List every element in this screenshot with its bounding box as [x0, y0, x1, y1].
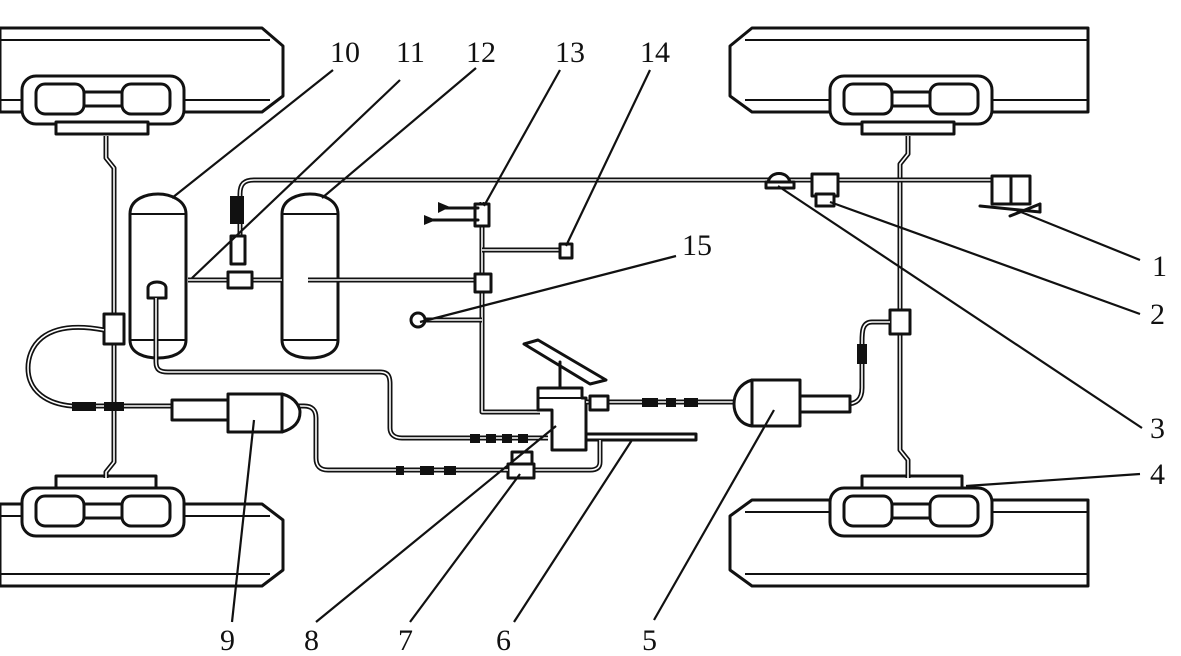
left-axle-brake-line	[102, 136, 126, 478]
label-3: 3	[1150, 412, 1165, 445]
main-air-line	[229, 177, 992, 266]
leader-10	[171, 69, 334, 199]
leader-7	[409, 473, 521, 623]
leader-2	[829, 200, 1141, 316]
relay-valve	[506, 450, 536, 480]
leader-4	[965, 472, 1141, 488]
label-1: 1	[1152, 250, 1167, 283]
wheel-rear-right	[728, 474, 1090, 588]
leader-8	[315, 425, 557, 623]
label-2: 2	[1150, 298, 1165, 331]
label-14: 14	[640, 36, 670, 69]
valve-to-front-booster-line	[586, 394, 736, 412]
brake-assembly-rear-right	[828, 474, 994, 538]
part-labels: 10 11 12 13 14 15 1 2 3 4 5 6 7 8 9	[220, 36, 1167, 656]
relay-to-rear-booster-line	[294, 403, 508, 475]
reservoir-connecting-line	[188, 270, 478, 290]
pressure-switch	[558, 242, 574, 260]
air-compressor	[978, 174, 1042, 218]
leader-11	[191, 79, 401, 279]
label-8: 8	[304, 624, 319, 656]
label-4: 4	[1150, 458, 1165, 491]
leader-14	[565, 69, 651, 247]
leader-12	[321, 67, 477, 199]
label-10: 10	[330, 36, 360, 69]
pressure-gauge	[409, 311, 427, 329]
leader-lines	[171, 67, 1143, 623]
air-reservoir-left	[128, 192, 188, 360]
brake-assembly-front-right	[828, 74, 994, 136]
reservoir-to-valve-line	[153, 298, 548, 443]
brake-assembly-front-left	[20, 74, 186, 136]
rear-brake-chamber	[226, 392, 302, 434]
wheel-rear-left	[0, 474, 285, 588]
wheel-front-left	[0, 26, 285, 136]
pressure-manifold	[424, 202, 562, 415]
hose-right-to-booster	[796, 319, 890, 407]
brake-assembly-rear-left	[20, 474, 186, 538]
leader-5	[653, 409, 775, 621]
parking-brake-rod	[584, 432, 698, 442]
governor	[810, 172, 840, 208]
right-axle-brake-line	[888, 136, 912, 478]
label-11: 11	[396, 36, 425, 69]
leader-13	[483, 69, 561, 207]
brake-pedal	[522, 338, 608, 390]
label-7: 7	[398, 624, 413, 656]
leader-9	[230, 419, 256, 623]
valve-to-rear-line	[530, 440, 603, 473]
leader-15	[419, 254, 677, 324]
leader-1	[1015, 208, 1141, 262]
unloader-valve	[764, 172, 796, 190]
label-13: 13	[555, 36, 585, 69]
label-15: 15	[682, 229, 712, 262]
label-6: 6	[496, 624, 511, 656]
air-reservoir-right	[280, 192, 340, 360]
leader-3	[777, 185, 1143, 429]
front-brake-chamber	[732, 378, 852, 428]
label-9: 9	[220, 624, 235, 656]
leader-6	[513, 439, 633, 623]
wheel-front-right	[728, 26, 1090, 136]
label-12: 12	[466, 36, 496, 69]
label-5: 5	[642, 624, 657, 656]
brake-valve	[536, 386, 588, 452]
